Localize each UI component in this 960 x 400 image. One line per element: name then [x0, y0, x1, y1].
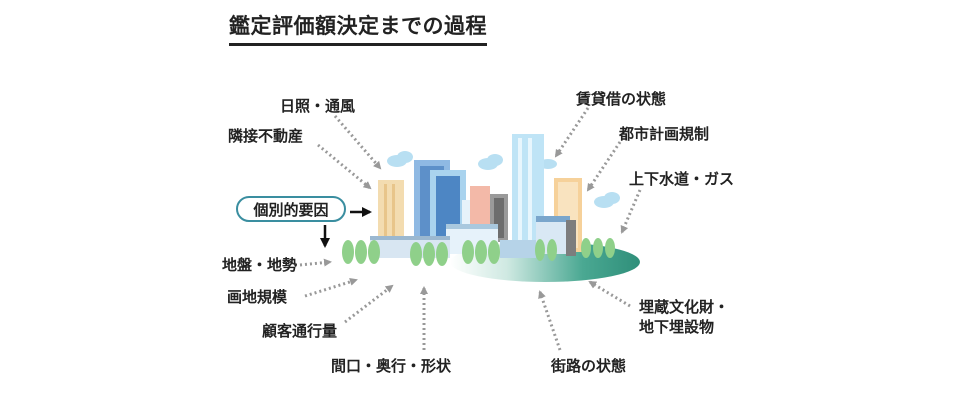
label-adjacent: 隣接不動産 [228, 127, 304, 145]
arrow-lease [554, 107, 590, 158]
arrow-street [538, 290, 562, 351]
arrow-utilities [620, 189, 642, 234]
diagram-title: 鑑定評価額決定までの過程 [229, 10, 487, 46]
cloud-icon [387, 151, 413, 167]
arrow-adjacent [317, 143, 372, 190]
label-frontage: 間口・奥行・形状 [331, 357, 452, 375]
label-urban-planning: 都市計画規制 [619, 125, 710, 143]
label-utilities: 上下水道・ガス [629, 170, 735, 188]
label-buried-1: 埋蔵文化財・ [639, 298, 730, 316]
label-size: 画地規模 [227, 288, 288, 306]
label-lease: 賃貸借の状態 [576, 90, 667, 108]
buildings [370, 134, 582, 258]
arrow-size [304, 277, 358, 298]
label-sunlight: 日照・通風 [280, 97, 356, 115]
label-street: 街路の状態 [551, 357, 627, 375]
influence-arrows [299, 107, 642, 351]
cloud-icon [594, 192, 620, 208]
label-buried-2: 地下埋設物 [639, 318, 715, 336]
individual-factors-label: 個別的要因 [236, 196, 346, 222]
arrow-terrain [299, 258, 332, 267]
arrow-urban-planning [586, 141, 622, 192]
arrow-customers [344, 284, 394, 324]
factor-arrows [320, 207, 372, 248]
cloud-icon [478, 154, 503, 170]
label-customers: 顧客通行量 [262, 322, 338, 340]
arrow-sunlight [333, 115, 382, 170]
label-terrain: 地盤・地勢 [222, 256, 298, 274]
trees [342, 238, 615, 266]
arrow-buried [588, 280, 631, 308]
